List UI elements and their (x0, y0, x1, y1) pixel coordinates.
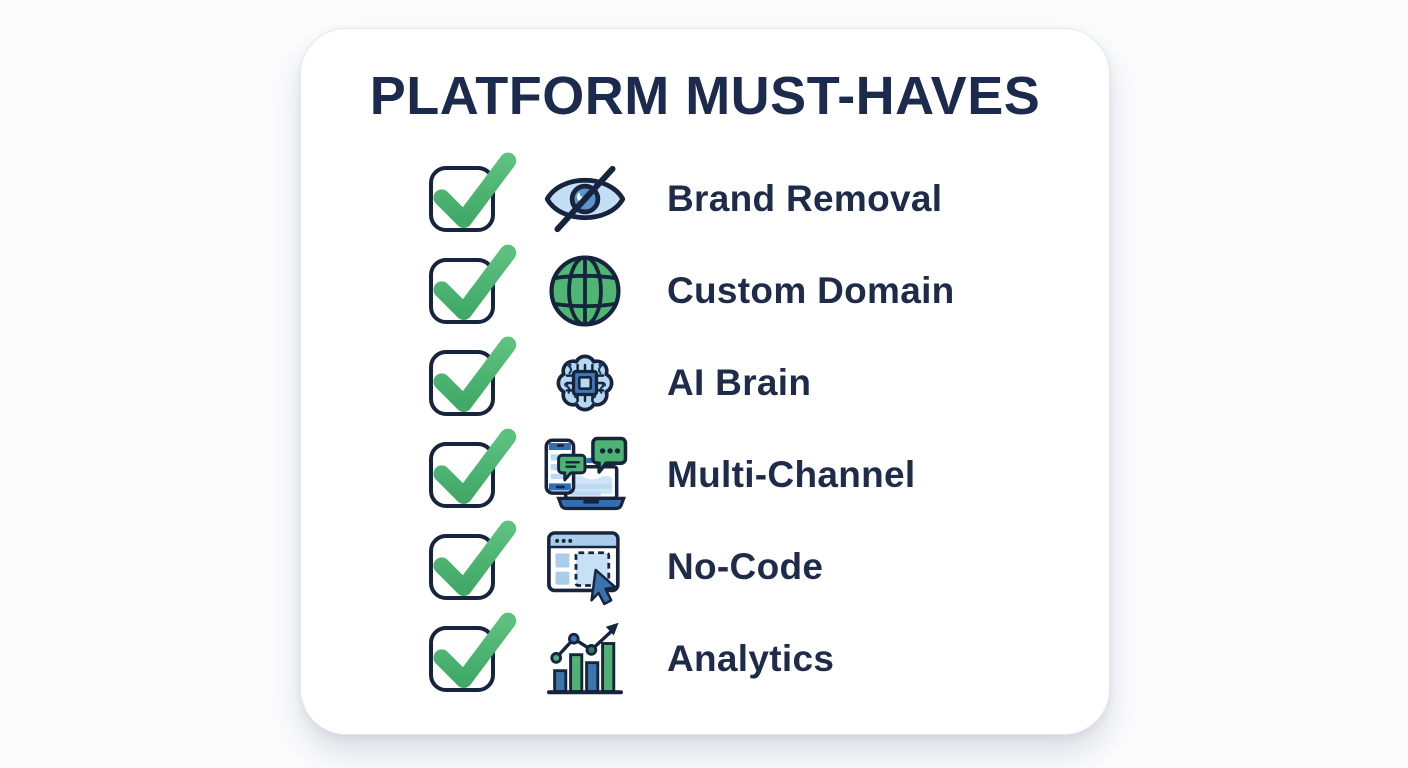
bar-chart-icon (541, 616, 629, 702)
checklist-item-brand-removal: Brand Removal (301, 152, 1109, 245)
item-label: Analytics (667, 638, 835, 680)
browser-cursor-icon (541, 524, 629, 610)
devices-chat-icon (541, 432, 629, 518)
checkbox-custom-domain[interactable] (429, 244, 517, 325)
checkmark-icon (433, 336, 517, 413)
checklist: Brand Removal Custom Domain (301, 152, 1109, 705)
checkbox-no-code[interactable] (429, 520, 517, 601)
brain-chip-icon (541, 340, 629, 426)
checklist-item-ai-brain: AI Brain (301, 336, 1109, 429)
item-label: No-Code (667, 546, 824, 588)
checkbox-ai-brain[interactable] (429, 336, 517, 417)
item-label: Custom Domain (667, 270, 955, 312)
checklist-item-multi-channel: Multi-Channel (301, 428, 1109, 521)
eye-off-icon (541, 156, 629, 242)
checklist-item-custom-domain: Custom Domain (301, 244, 1109, 337)
checkmark-icon (433, 428, 517, 505)
checkmark-icon (433, 520, 517, 597)
checklist-card: PLATFORM MUST-HAVES Brand (300, 28, 1110, 735)
checkmark-icon (433, 152, 517, 229)
checkbox-brand-removal[interactable] (429, 152, 517, 233)
item-label: Multi-Channel (667, 454, 916, 496)
checkbox-multi-channel[interactable] (429, 428, 517, 509)
page-title: PLATFORM MUST-HAVES (369, 66, 1041, 126)
checkbox-analytics[interactable] (429, 612, 517, 693)
globe-icon (541, 248, 629, 334)
item-label: AI Brain (667, 362, 812, 404)
checklist-item-no-code: No-Code (301, 520, 1109, 613)
checklist-item-analytics: Analytics (301, 612, 1109, 705)
checkmark-icon (433, 612, 517, 689)
item-label: Brand Removal (667, 178, 943, 220)
checkmark-icon (433, 244, 517, 321)
